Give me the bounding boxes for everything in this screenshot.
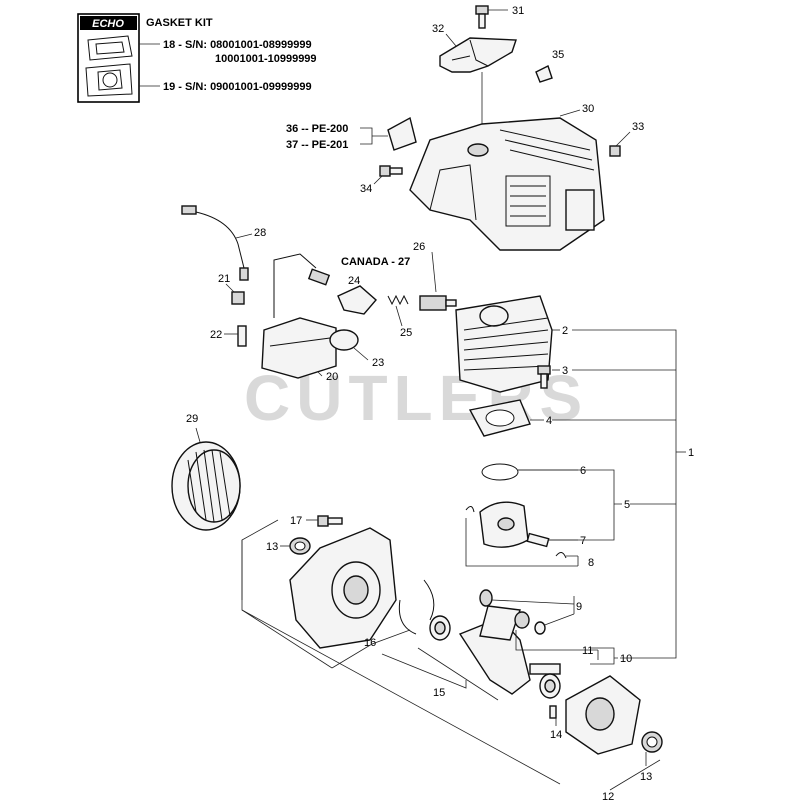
label-13-right: 13	[640, 771, 652, 783]
part-8b-circlip	[555, 552, 567, 559]
gasket-kit-title: GASKET KIT	[146, 17, 213, 29]
serial-range-18b: 10001001-10999999	[215, 53, 317, 65]
label-6: 6	[580, 465, 586, 477]
part-14-dowel-pin	[549, 705, 557, 719]
label-9: 9	[576, 601, 582, 613]
label-20: 20	[326, 371, 338, 383]
label-17: 17	[290, 515, 302, 527]
echo-logo: ECHO	[92, 18, 124, 30]
part-35-washer	[535, 65, 553, 83]
label-16: 16	[364, 637, 376, 649]
label-1: 1	[688, 447, 694, 459]
label-36: 36 -- PE-200	[286, 123, 348, 135]
label-32: 32	[432, 23, 444, 35]
label-7: 7	[580, 535, 586, 547]
label-3: 3	[562, 365, 568, 377]
label-31: 31	[512, 5, 524, 17]
label-34: 34	[360, 183, 372, 195]
serial-range-19: 19 - S/N: 09001001-09999999	[163, 81, 312, 93]
label-4: 4	[546, 415, 552, 427]
part-30-cylinder-cover	[409, 117, 605, 251]
label-10: 10	[620, 653, 632, 665]
label-22: 22	[210, 329, 222, 341]
part-21-bolt	[231, 291, 245, 305]
label-11: 11	[582, 645, 593, 657]
part-7-piston-pin	[526, 532, 550, 548]
label-15: 15	[433, 687, 445, 699]
part-17-bolt	[317, 515, 343, 527]
label-5: 5	[624, 499, 630, 511]
label-13-left: 13	[266, 541, 278, 553]
part-20-ignition-coil	[261, 253, 337, 379]
label-14: 14	[550, 729, 562, 741]
label-37: 37 -- PE-201	[286, 139, 348, 151]
part-3-screw	[537, 365, 551, 389]
part-crankcase-right	[565, 675, 641, 755]
part-36-filter	[387, 116, 417, 151]
part-2-cylinder	[455, 295, 553, 393]
label-26: 26	[413, 241, 425, 253]
part-23-grommet	[329, 329, 359, 351]
part-33-screw	[609, 145, 621, 157]
gasket-kit-thumbnail: ECHO	[77, 13, 140, 103]
part-5-piston	[479, 501, 529, 548]
part-31-screw	[475, 5, 489, 29]
serial-range-18a: 18 - S/N: 08001001-08999999	[163, 39, 312, 51]
part-16-crankcase-gasket	[398, 579, 435, 635]
part-24-spark-plug-cap	[337, 285, 377, 315]
part-6-piston-ring	[481, 463, 519, 481]
part-29-flywheel	[171, 441, 241, 531]
label-25: 25	[400, 327, 412, 339]
label-8: 8	[588, 557, 594, 569]
part-crankcase-left	[289, 527, 397, 649]
part-9-connecting-rod	[479, 589, 521, 641]
label-27: CANADA - 27	[341, 256, 410, 268]
part-28-ignition-wire	[181, 205, 249, 281]
label-30: 30	[582, 103, 594, 115]
part-25-spring	[387, 294, 409, 306]
label-29: 29	[186, 413, 198, 425]
spark-plug	[419, 295, 457, 311]
part-32-bracket	[439, 37, 517, 73]
part-8-circlip	[465, 506, 475, 513]
label-24: 24	[348, 275, 360, 287]
label-21: 21	[218, 273, 230, 285]
label-2: 2	[562, 325, 568, 337]
label-28: 28	[254, 227, 266, 239]
label-12: 12	[602, 791, 614, 800]
part-34-screw	[379, 165, 403, 177]
part-11-needle-bearing	[514, 611, 530, 629]
label-35: 35	[552, 49, 564, 61]
label-23: 23	[372, 357, 384, 369]
part-22-spacer	[237, 325, 247, 347]
label-33: 33	[632, 121, 644, 133]
